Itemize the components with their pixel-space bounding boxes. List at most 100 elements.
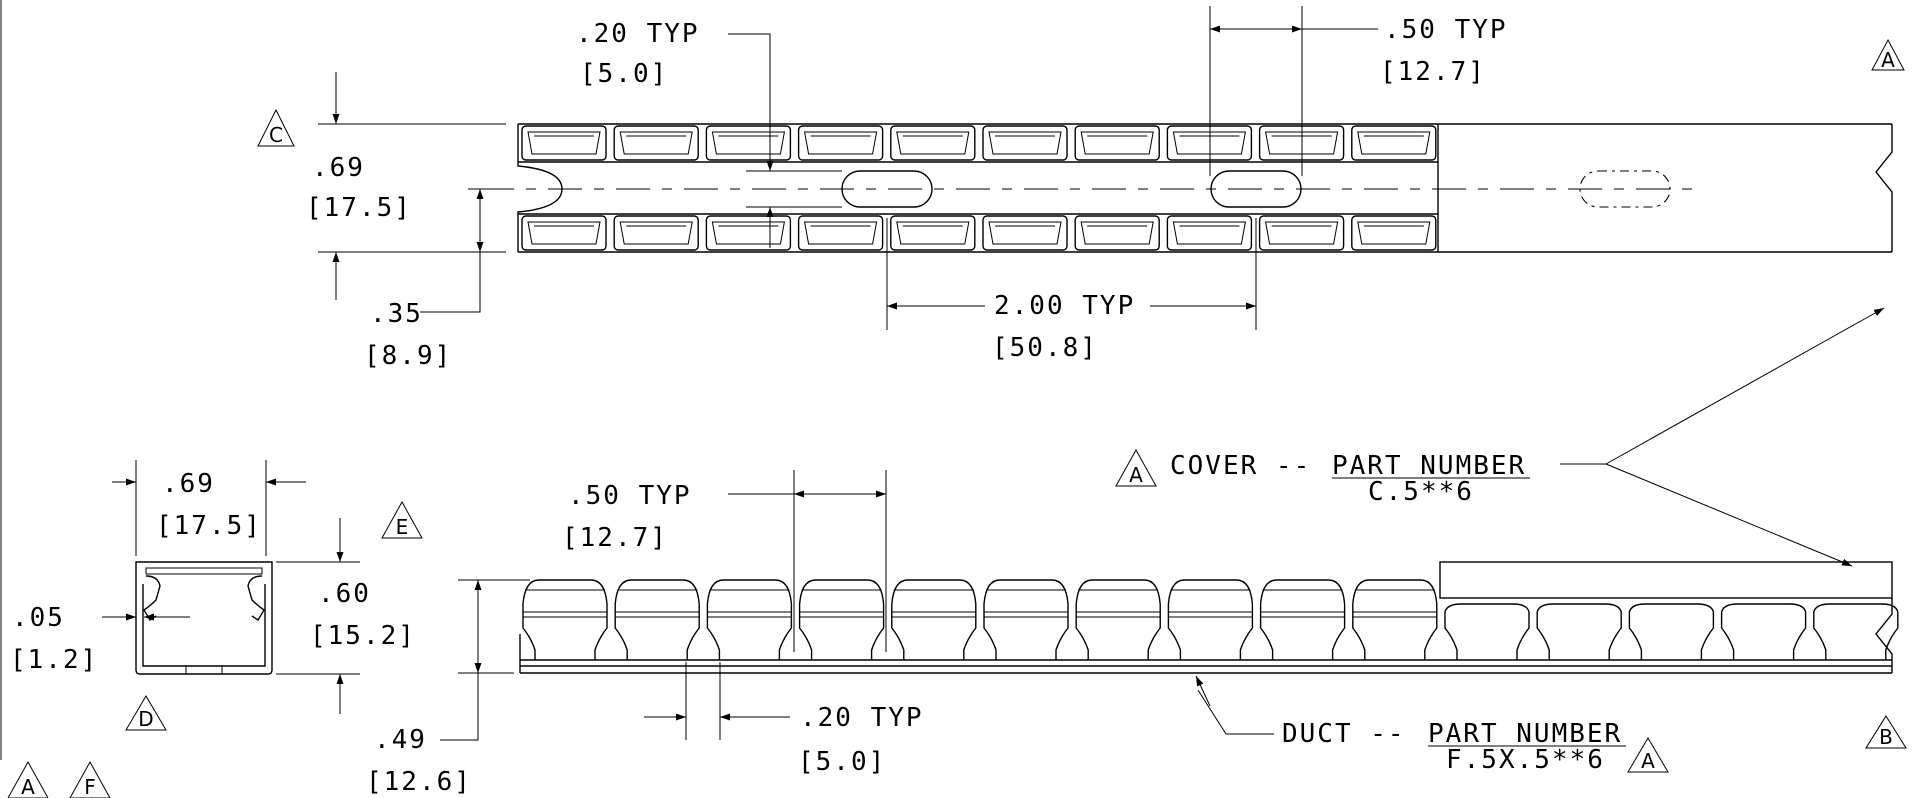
svg-text:A: A — [1641, 749, 1655, 773]
end-wall-value: .05 — [12, 603, 65, 633]
side-pitch-value: .50 TYP — [568, 481, 692, 511]
side-finger — [1444, 603, 1530, 660]
flag-a-duct: A — [1627, 737, 1669, 773]
callouts: COVER -- PART NUMBER C.5**6 DUCT -- PART… — [1170, 307, 1885, 775]
top-finger-pitch-metric: [12.7] — [1380, 57, 1486, 87]
svg-text:A: A — [1129, 463, 1143, 487]
flag-a-bottom-left: A — [7, 760, 49, 798]
hidden-slot — [1579, 170, 1671, 208]
flag-f: F — [69, 760, 111, 798]
side-finger — [522, 579, 608, 660]
top-finger — [982, 125, 1068, 161]
top-finger — [1166, 215, 1253, 251]
top-width-metric: [17.5] — [306, 193, 412, 223]
svg-text:A: A — [1881, 48, 1895, 72]
side-finger — [983, 579, 1069, 660]
side-break-line — [1875, 598, 1893, 673]
top-finger — [890, 215, 976, 251]
top-finger-pitch-value: .50 TYP — [1384, 15, 1508, 45]
flags: A C A E D A B A — [7, 38, 1907, 798]
end-width-metric: [17.5] — [156, 511, 262, 541]
end-wall-metric: [1.2] — [10, 645, 98, 675]
left-end-profile — [517, 124, 563, 252]
top-slot-pitch-metric: [50.8] — [992, 333, 1098, 363]
end-width-value: .69 — [162, 469, 215, 499]
top-slot-width-value: .20 TYP — [576, 19, 700, 49]
flag-d: D — [125, 695, 167, 731]
top-finger — [890, 125, 976, 161]
duct-leader — [1197, 689, 1274, 735]
side-finger — [1813, 603, 1899, 660]
channel-outer — [135, 561, 273, 675]
top-finger — [521, 215, 607, 251]
svg-text:B: B — [1879, 725, 1893, 749]
top-finger — [1166, 125, 1253, 161]
top-slot-width-metric: [5.0] — [580, 59, 668, 89]
end-height-metric: [15.2] — [310, 621, 416, 651]
top-width-value: .69 — [312, 153, 365, 183]
top-view: .20 TYP [5.0] .50 TYP [12.7] .69 [17.5] … — [306, 6, 1893, 371]
side-slot-metric: [5.0] — [798, 747, 886, 777]
side-finger — [1259, 579, 1346, 660]
top-finger — [1074, 215, 1160, 251]
top-half-width-metric: [8.9] — [364, 341, 452, 371]
top-finger — [1351, 215, 1437, 251]
flag-e: E — [381, 500, 423, 539]
cover-side — [1439, 561, 1893, 599]
side-pitch-metric: [12.7] — [562, 523, 668, 553]
side-finger — [1720, 603, 1807, 660]
end-view: .69 [17.5] .60 [15.2] .05 [1.2] — [10, 460, 416, 714]
end-height-value: .60 — [318, 579, 371, 609]
top-finger — [613, 125, 699, 161]
side-finger — [1628, 603, 1715, 660]
cover-pn: C.5**6 — [1368, 477, 1474, 507]
side-finger — [1167, 579, 1254, 660]
slot-1 — [841, 170, 933, 208]
cover-pn-label: PART NUMBER — [1332, 451, 1526, 481]
side-height-value: .49 — [374, 725, 427, 755]
flag-a-top-right: A — [1871, 38, 1905, 72]
cover-inner — [145, 567, 263, 575]
top-half-width-value: .35 — [370, 299, 423, 329]
top-finger — [705, 125, 792, 161]
svg-text:C: C — [269, 123, 283, 147]
top-finger — [797, 125, 884, 161]
duct-pn: F.5X.5**6 — [1446, 745, 1605, 775]
side-finger — [1536, 603, 1622, 660]
top-finger — [1258, 215, 1345, 251]
svg-text:D: D — [138, 707, 153, 731]
svg-text:A: A — [21, 775, 35, 798]
side-finger — [798, 579, 885, 660]
top-finger — [705, 215, 792, 251]
side-finger — [1075, 579, 1161, 660]
side-finger — [891, 579, 977, 660]
top-slot-pitch-value: 2.00 TYP — [994, 291, 1135, 321]
cover-leader-top — [1605, 307, 1885, 465]
cover-callout-prefix: COVER -- — [1170, 451, 1311, 481]
left-clip — [143, 575, 161, 621]
side-finger — [706, 579, 793, 660]
slot-width-leader — [728, 33, 771, 168]
side-height-metric: [12.6] — [366, 767, 472, 797]
side-view: .50 TYP [12.7] .20 TYP [5.0] .49 [12.6] — [366, 470, 1899, 797]
flag-b: B — [1865, 715, 1907, 749]
flag-a-cover: A — [1115, 448, 1157, 487]
top-finger — [1351, 125, 1437, 161]
slot-2 — [1210, 170, 1302, 208]
duct-callout-prefix: DUCT -- — [1282, 719, 1406, 749]
side-finger — [1352, 579, 1438, 660]
side-finger — [614, 579, 700, 660]
top-finger — [797, 215, 884, 251]
duct-leader-arrow — [1195, 675, 1211, 707]
cover-leader-side — [1605, 463, 1853, 567]
duct-pn-label: PART NUMBER — [1428, 719, 1622, 749]
side-fingers — [522, 579, 1899, 660]
top-finger — [521, 125, 607, 161]
svg-text:F: F — [84, 775, 96, 798]
top-finger — [982, 215, 1068, 251]
svg-text:E: E — [396, 515, 409, 539]
channel-inner — [142, 584, 266, 667]
flag-c: C — [257, 108, 295, 147]
top-finger — [613, 215, 699, 251]
